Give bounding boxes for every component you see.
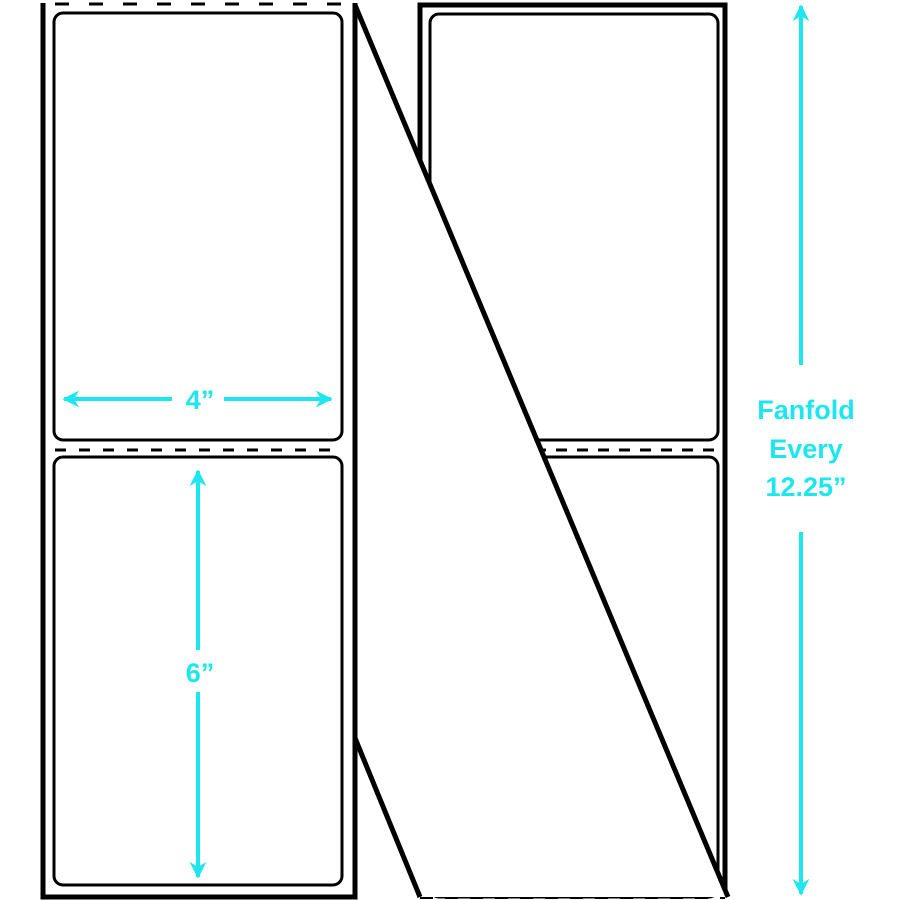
fold-diagonal-main bbox=[352, 4, 731, 898]
height-label: 6” bbox=[186, 658, 215, 688]
fanfold-label-line-3: 12.25” bbox=[765, 472, 846, 502]
left-strip-outline bbox=[40, 3, 358, 900]
width-label: 4” bbox=[186, 385, 215, 415]
left-strip bbox=[40, 2, 358, 900]
fanfold-label-line-1: Fanfold bbox=[757, 395, 854, 425]
fold-diagonal-lower bbox=[352, 737, 423, 898]
left-label-top bbox=[52, 11, 344, 442]
left-label-bottom bbox=[52, 455, 344, 887]
right-strip-outline bbox=[417, 2, 728, 897]
fanfold-label-line-2: Every bbox=[769, 434, 843, 464]
